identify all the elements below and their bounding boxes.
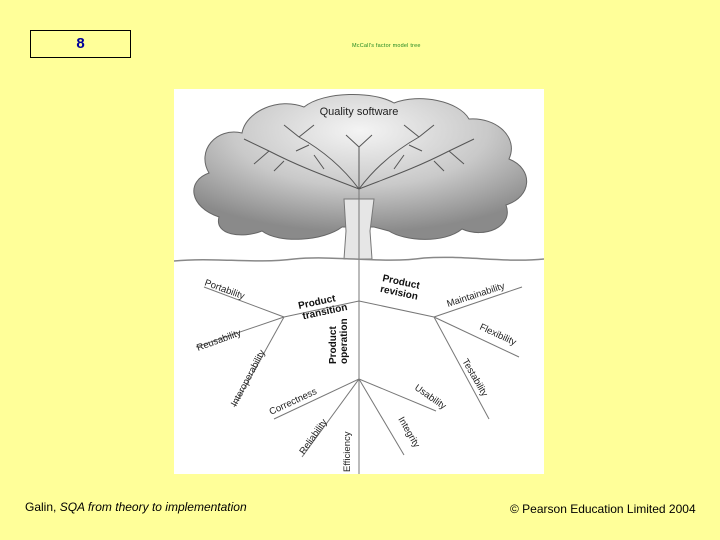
factor-portability: Portability	[203, 277, 246, 302]
crown-label: Quality software	[320, 106, 399, 118]
factor-reusability: Reusability	[195, 328, 243, 354]
category-product-operation: Product operation	[328, 318, 350, 364]
factor-reliability: Reliability	[297, 417, 329, 457]
tree-crown	[193, 94, 528, 240]
footer-copyright: © Pearson Education Limited 2004	[510, 502, 696, 516]
slide-number: 8	[30, 30, 131, 58]
factor-usability: Usability	[412, 382, 448, 412]
footer-book-title: SQA from theory to implementation	[59, 500, 247, 514]
factor-efficiency: Efficiency	[342, 431, 353, 472]
footer-author: Galin,	[25, 500, 60, 514]
factor-integrity: Integrity	[395, 415, 422, 450]
quality-factor-tree-figure: Quality software Product transitio	[174, 89, 544, 474]
category-product-transition: Product transition	[297, 291, 348, 322]
tree-roots	[195, 286, 523, 458]
category-product-revision: Product revision	[379, 273, 423, 303]
tree-branches	[243, 124, 475, 190]
tree-diagram: Quality software Product transitio	[174, 94, 544, 474]
factor-flexibility: Flexibility	[478, 322, 518, 349]
ground-line	[174, 256, 544, 262]
footer-citation: Galin, SQA from theory to implementation	[25, 500, 247, 514]
factor-interoperability: Interoperability	[229, 348, 268, 408]
slide-title: McCall's factor model tree	[352, 43, 421, 49]
